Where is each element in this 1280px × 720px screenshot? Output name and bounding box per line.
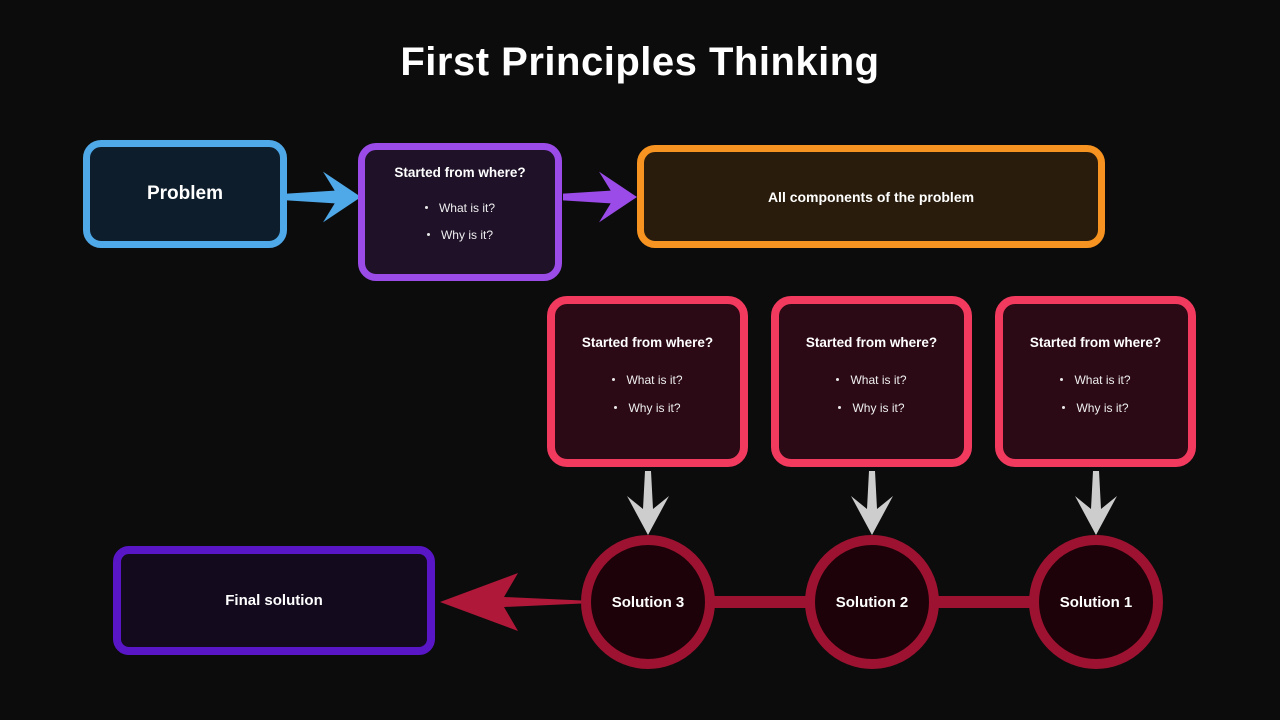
problem-label: Problem (146, 183, 224, 204)
bullet-text: Why is it? (1076, 400, 1129, 415)
solution-1-node: Solution 1 (1029, 535, 1163, 669)
problem-node: Problem (83, 140, 287, 248)
bullet-text: What is it? (438, 200, 495, 215)
node-title: Started from where? (805, 335, 938, 350)
bullet-dot (614, 406, 618, 410)
bullet-item: Why is it? (555, 401, 740, 415)
bullet-dot (426, 233, 430, 237)
bullet-text: What is it? (1074, 372, 1131, 387)
bullet-item: Why is it? (1003, 401, 1188, 415)
breakdown-node-1: Started from where? What is it? Why is i… (547, 296, 748, 467)
solution-3-node: Solution 3 (581, 535, 715, 669)
bullet-dot (838, 406, 842, 410)
arrow-down-icon (1075, 471, 1117, 535)
bullet-item: What is it? (779, 373, 964, 387)
bullet-dot (424, 206, 428, 210)
all-components-node: All components of the problem (637, 145, 1105, 248)
started-from-where-node: Started from where? What is it? Why is i… (358, 143, 562, 281)
bullet-list: What is it? Why is it? (365, 201, 555, 242)
arrow-right-icon (563, 171, 637, 223)
all-components-label: All components of the problem (767, 188, 975, 205)
arrow-down-icon (627, 471, 669, 535)
bullet-item: Why is it? (365, 228, 555, 242)
final-solution-label: Final solution (225, 592, 323, 609)
bullet-text: What is it? (850, 372, 907, 387)
solution-2-node: Solution 2 (805, 535, 939, 669)
bullet-dot (836, 378, 840, 382)
bullet-list: What is it? Why is it? (779, 373, 964, 415)
bullet-text: Why is it? (628, 400, 681, 415)
solution-label: Solution 3 (611, 593, 685, 611)
bullet-item: Why is it? (779, 401, 964, 415)
bullet-dot (612, 378, 616, 382)
arrow-left-icon (440, 573, 582, 631)
bullet-item: What is it? (365, 201, 555, 215)
solution-label: Solution 2 (835, 593, 909, 611)
bullet-item: What is it? (555, 373, 740, 387)
arrow-right-icon (287, 171, 361, 223)
node-title: Started from where? (581, 335, 714, 350)
bullet-list: What is it? Why is it? (555, 373, 740, 415)
bullet-list: What is it? Why is it? (1003, 373, 1188, 415)
bullet-text: Why is it? (852, 400, 905, 415)
page-title: First Principles Thinking (400, 40, 880, 84)
node-title: Started from where? (394, 165, 526, 180)
bullet-dot (1062, 406, 1066, 410)
breakdown-node-2: Started from where? What is it? Why is i… (771, 296, 972, 467)
final-solution-node: Final solution (113, 546, 435, 655)
bullet-dot (1060, 378, 1064, 382)
breakdown-node-3: Started from where? What is it? Why is i… (995, 296, 1196, 467)
solution-label: Solution 1 (1059, 593, 1133, 611)
bullet-item: What is it? (1003, 373, 1188, 387)
bullet-text: Why is it? (440, 227, 493, 242)
bullet-text: What is it? (626, 372, 683, 387)
arrow-down-icon (851, 471, 893, 535)
node-title: Started from where? (1029, 335, 1162, 350)
